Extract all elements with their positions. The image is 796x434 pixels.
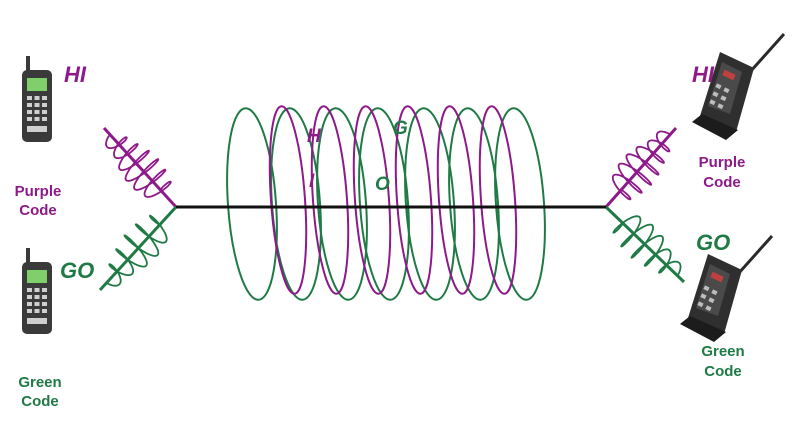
left-top-caption-1: Purple: [15, 183, 62, 200]
left-bottom-phone-icon: [22, 248, 52, 334]
right-top-phone-icon: [692, 34, 784, 140]
channel-letter-h: H: [307, 126, 322, 147]
right-bottom-caption-1: Green: [701, 343, 744, 360]
right-top-message: HI: [692, 62, 715, 87]
right-top-caption-2: Code: [703, 174, 741, 191]
left-bottom-message: GO: [60, 258, 94, 283]
left-top-message: HI: [64, 62, 87, 87]
channel-letter-o: O: [375, 174, 390, 195]
left-top-phone-icon: [22, 56, 52, 142]
right-purple-spread-signal: [606, 128, 676, 207]
right-green-spread-signal: [606, 207, 684, 282]
left-green-spread-signal: [100, 207, 176, 290]
right-bottom-message: GO: [696, 230, 730, 255]
channel-letter-i: I: [309, 171, 315, 192]
right-bottom-caption-2: Code: [704, 363, 742, 380]
left-purple-spread-signal: [104, 128, 176, 207]
right-top-caption-1: Purple: [699, 154, 746, 171]
left-bottom-caption-1: Green: [18, 374, 61, 391]
channel-letter-g: G: [393, 118, 408, 139]
left-top-caption-2: Code: [19, 202, 57, 219]
left-bottom-caption-2: Code: [21, 393, 59, 410]
